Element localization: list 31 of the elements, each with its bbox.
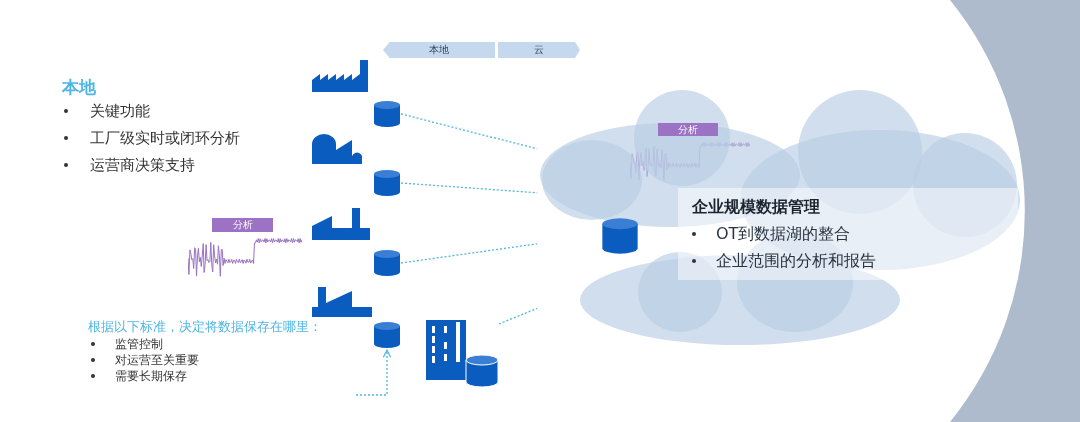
database-cylinder [373,100,401,128]
panel-item: OT到数据湖的整合 [716,222,851,245]
criteria-item: 需要长期保存 [115,368,187,384]
analysis-label: 分析 [232,220,253,230]
database-cylinder [373,321,401,349]
chevron-tag [383,42,495,58]
analysis-badge [658,123,718,136]
criteria-item: 监管控制 [115,336,163,352]
text-panel [678,188,1018,280]
database-cylinder [373,169,401,197]
panel-item: 企业范围的分析和报告 [716,249,876,272]
arrow [355,349,392,396]
criteria-heading: 根据以下标准，决定将数据保存在哪里： [88,318,323,336]
tag-label: 云 [534,45,544,55]
building-drawing [424,318,499,389]
analysis-label: 分析 [678,124,698,135]
tag-label: 本地 [429,45,449,55]
panel-heading: 企业规模数据管理 [692,196,821,218]
feature-item: 运营商决策支持 [90,154,195,176]
section-heading: 本地 [62,76,96,98]
feature-item: 关键功能 [90,100,150,122]
database-cylinder [373,249,401,277]
dotted-connector [400,182,538,194]
dotted-connector [498,307,538,325]
analysis-badge [212,218,273,232]
dotted-connector [400,243,538,264]
chevron-tag [498,42,580,58]
criteria-item: 对运营至关重要 [115,352,199,368]
dotted-connector [400,113,538,150]
feature-item: 工厂级实时或闭环分析 [90,127,240,149]
database-cylinder [600,217,640,255]
